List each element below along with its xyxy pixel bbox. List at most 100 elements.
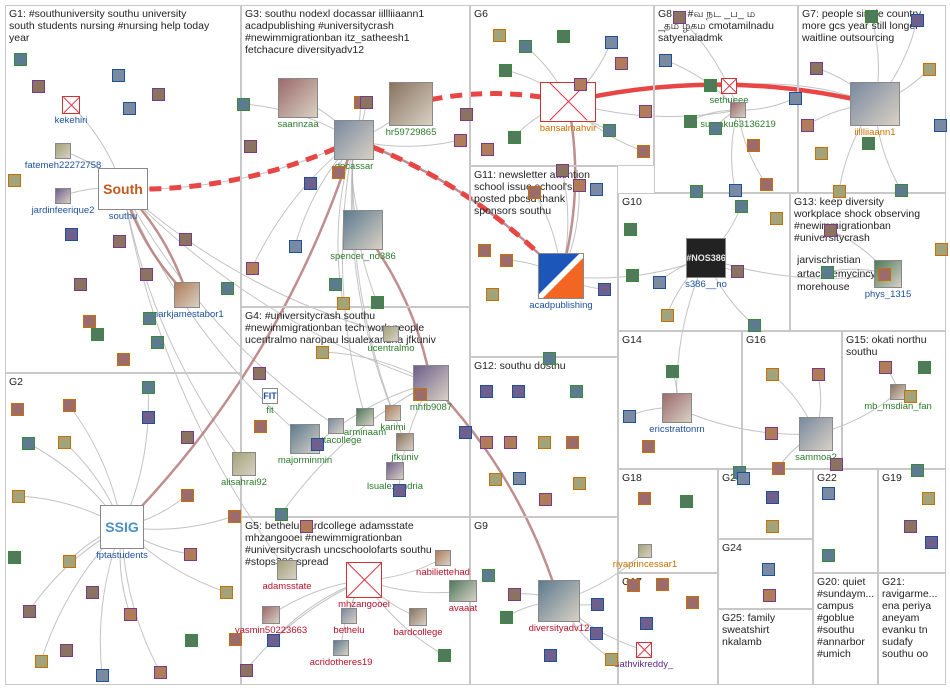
vertex-thumbnail[interactable] xyxy=(154,666,167,679)
vertex-thumbnail[interactable] xyxy=(499,64,512,77)
vertex-thumbnail[interactable] xyxy=(513,472,526,485)
vertex-thumbnail[interactable] xyxy=(113,235,126,248)
node-jfkuniv[interactable]: jfkuniv xyxy=(392,433,418,463)
vertex-thumbnail[interactable] xyxy=(789,92,802,105)
vertex-thumbnail[interactable] xyxy=(878,268,891,281)
vertex-thumbnail[interactable] xyxy=(185,634,198,647)
vertex-thumbnail[interactable] xyxy=(480,436,493,449)
vertex-thumbnail[interactable] xyxy=(772,462,785,475)
vertex-thumbnail[interactable] xyxy=(117,353,130,366)
vertex-thumbnail[interactable] xyxy=(895,184,908,197)
vertex-thumbnail[interactable] xyxy=(267,634,280,647)
vertex-thumbnail[interactable] xyxy=(904,520,917,533)
vertex-thumbnail[interactable] xyxy=(142,411,155,424)
vertex-thumbnail[interactable] xyxy=(603,124,616,137)
vertex-thumbnail[interactable] xyxy=(766,368,779,381)
vertex-thumbnail[interactable] xyxy=(508,131,521,144)
node-sethueee[interactable]: sethueee xyxy=(709,78,749,106)
vertex-thumbnail[interactable] xyxy=(459,426,472,439)
vertex-thumbnail[interactable] xyxy=(731,265,744,278)
vertex-thumbnail[interactable] xyxy=(762,563,775,576)
vertex-thumbnail[interactable] xyxy=(528,186,541,199)
vertex-thumbnail[interactable] xyxy=(179,233,192,246)
vertex-thumbnail[interactable] xyxy=(684,115,697,128)
vertex-thumbnail[interactable] xyxy=(63,555,76,568)
vertex-thumbnail[interactable] xyxy=(478,244,491,257)
vertex-thumbnail[interactable] xyxy=(925,536,938,549)
vertex-thumbnail[interactable] xyxy=(486,288,499,301)
vertex-thumbnail[interactable] xyxy=(570,385,583,398)
vertex-thumbnail[interactable] xyxy=(935,243,948,256)
vertex-thumbnail[interactable] xyxy=(653,276,666,289)
vertex-thumbnail[interactable] xyxy=(659,54,672,67)
vertex-thumbnail[interactable] xyxy=(124,608,137,621)
vertex-thumbnail[interactable] xyxy=(590,627,603,640)
vertex-thumbnail[interactable] xyxy=(690,185,703,198)
vertex-thumbnail[interactable] xyxy=(181,489,194,502)
vertex-thumbnail[interactable] xyxy=(638,492,651,505)
vertex-thumbnail[interactable] xyxy=(865,10,878,23)
node-diversityadv12[interactable]: diversityadv12 xyxy=(529,580,589,634)
vertex-thumbnail[interactable] xyxy=(22,437,35,450)
vertex-thumbnail[interactable] xyxy=(639,105,652,118)
vertex-thumbnail[interactable] xyxy=(544,649,557,662)
vertex-thumbnail[interactable] xyxy=(573,477,586,490)
vertex-thumbnail[interactable] xyxy=(519,40,532,53)
node-markjamestabor1[interactable]: markjamestabor1 xyxy=(150,282,224,320)
node-sathvikreddy_[interactable]: sathvikreddy_ xyxy=(615,642,673,670)
node-bethelu[interactable]: bethelu xyxy=(333,608,365,636)
vertex-thumbnail[interactable] xyxy=(911,14,924,27)
vertex-thumbnail[interactable] xyxy=(237,98,250,111)
vertex-thumbnail[interactable] xyxy=(184,548,197,561)
vertex-thumbnail[interactable] xyxy=(304,177,317,190)
vertex-thumbnail[interactable] xyxy=(821,266,834,279)
vertex-thumbnail[interactable] xyxy=(615,57,628,70)
node-alisahrai92[interactable]: alisahrai92 xyxy=(221,452,267,488)
vertex-thumbnail[interactable] xyxy=(14,53,27,66)
vertex-thumbnail[interactable] xyxy=(244,140,257,153)
vertex-thumbnail[interactable] xyxy=(656,578,669,591)
vertex-thumbnail[interactable] xyxy=(830,458,843,471)
vertex-thumbnail[interactable] xyxy=(481,143,494,156)
vertex-thumbnail[interactable] xyxy=(605,653,618,666)
vertex-thumbnail[interactable] xyxy=(605,36,618,49)
node-morehouse[interactable]: morehouse xyxy=(797,281,850,293)
node-hr59729865[interactable]: hr59729865 xyxy=(386,82,436,138)
vertex-thumbnail[interactable] xyxy=(489,473,502,486)
vertex-thumbnail[interactable] xyxy=(460,108,473,121)
vertex-thumbnail[interactable] xyxy=(8,551,21,564)
vertex-thumbnail[interactable] xyxy=(556,164,569,177)
node-spencer_no386[interactable]: spencer_no386 xyxy=(330,210,396,262)
vertex-thumbnail[interactable] xyxy=(253,367,266,380)
vertex-thumbnail[interactable] xyxy=(591,598,604,611)
node-riettacollege[interactable]: riettacollege xyxy=(310,418,362,446)
vertex-thumbnail[interactable] xyxy=(934,119,947,132)
vertex-thumbnail[interactable] xyxy=(438,649,451,662)
vertex-thumbnail[interactable] xyxy=(58,436,71,449)
node-adamsstate[interactable]: adamsstate xyxy=(262,560,312,592)
vertex-thumbnail[interactable] xyxy=(666,365,679,378)
node-suryaku63136219[interactable]: suryaku63136219 xyxy=(700,102,776,130)
vertex-thumbnail[interactable] xyxy=(566,436,579,449)
vertex-thumbnail[interactable] xyxy=(254,420,267,433)
vertex-thumbnail[interactable] xyxy=(96,669,109,682)
vertex-thumbnail[interactable] xyxy=(275,508,288,521)
vertex-thumbnail[interactable] xyxy=(332,166,345,179)
vertex-thumbnail[interactable] xyxy=(763,589,776,602)
vertex-thumbnail[interactable] xyxy=(143,312,156,325)
vertex-thumbnail[interactable] xyxy=(833,185,846,198)
vertex-thumbnail[interactable] xyxy=(35,655,48,668)
vertex-thumbnail[interactable] xyxy=(573,179,586,192)
node-bansalmahvir[interactable]: bansalmahvir xyxy=(540,82,596,134)
vertex-thumbnail[interactable] xyxy=(911,464,924,477)
vertex-thumbnail[interactable] xyxy=(922,492,935,505)
vertex-thumbnail[interactable] xyxy=(815,147,828,160)
vertex-thumbnail[interactable] xyxy=(539,493,552,506)
vertex-thumbnail[interactable] xyxy=(493,29,506,42)
vertex-thumbnail[interactable] xyxy=(640,617,653,630)
vertex-thumbnail[interactable] xyxy=(637,145,650,158)
node-iillliiaann1[interactable]: iillliiaann1 xyxy=(850,82,900,138)
node-artacademycincy[interactable]: artacademycincy xyxy=(797,268,876,280)
